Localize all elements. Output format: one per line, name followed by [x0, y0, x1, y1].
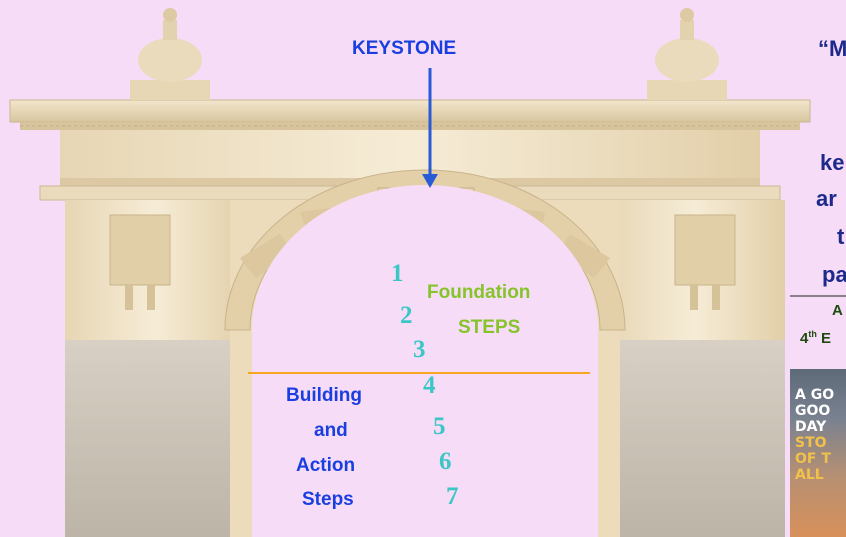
step-number-2: 2	[400, 302, 413, 329]
right-finial	[647, 8, 727, 100]
quote-line-4: t	[837, 224, 845, 249]
step-number-1: 1	[391, 260, 404, 287]
quote-line-1: “M	[818, 36, 846, 61]
building-steps-label: Steps	[302, 489, 354, 510]
foundation-label: Foundation	[427, 282, 531, 303]
book-cover-line: GOO	[795, 403, 831, 419]
arch-opening	[252, 185, 598, 537]
step-number-5: 5	[433, 413, 446, 440]
quote-line-3: ar	[816, 186, 837, 211]
book-cover-line: DAY	[795, 419, 827, 435]
step-number-7: 7	[446, 483, 459, 510]
left-finial	[130, 8, 210, 100]
keystone-arrow	[422, 68, 438, 188]
book-cover-line: OF T	[795, 451, 831, 467]
book-cover-line: ALL	[795, 467, 824, 483]
building-action-label: Action	[296, 455, 356, 476]
arch-body	[230, 185, 620, 537]
attribution-edition-tail: E	[816, 330, 832, 347]
foundation-steps-label: STEPS	[458, 317, 521, 338]
right-pillar	[605, 200, 785, 537]
step-number-3: 3	[413, 336, 426, 363]
step-number-4: 4	[423, 372, 436, 399]
quote-line-5: pa	[822, 262, 846, 287]
step-number-6: 6	[439, 448, 452, 475]
book-cover-line: STO	[795, 435, 827, 451]
attribution-edition-number: 4	[800, 330, 809, 347]
building-label: Building	[286, 385, 362, 406]
left-pillar	[65, 200, 245, 537]
attribution-line-1: A	[832, 302, 843, 319]
attribution-edition-suffix: th	[808, 329, 817, 339]
building-and-label: and	[314, 420, 348, 441]
quote-line-2: ke	[820, 150, 845, 175]
book-cover-image: A GO GOO DAY STO OF T ALL	[790, 369, 846, 537]
book-cover-line: A GO	[795, 387, 835, 403]
attribution-line-2: 4th E	[800, 329, 831, 347]
keystone-label: KEYSTONE	[352, 38, 457, 59]
